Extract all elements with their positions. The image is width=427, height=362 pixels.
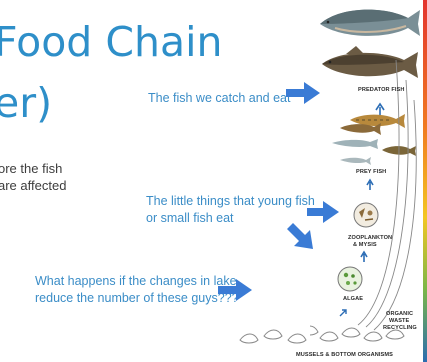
callout-fish-we-eat: The fish we catch and eat [148, 90, 290, 107]
body-text-line2: are affected [0, 177, 66, 194]
organic-waste-label-line2: WASTE [389, 318, 409, 325]
zooplankton-label-line1: ZOOPLANKTON [348, 235, 392, 242]
body-text-line1: ore the fish [0, 160, 62, 177]
predator-fish-label: PREDATOR FISH [358, 87, 404, 94]
slide-title-line2: er) [0, 83, 52, 124]
callout-little-things-line2: or small fish eat [146, 210, 234, 227]
callout-question-line1: What happens if the changes in lake [35, 273, 237, 290]
food-chain-illustration [310, 0, 423, 362]
mussels-icon [236, 322, 316, 346]
organic-waste-label-line1: ORGANIC [386, 311, 413, 318]
color-sidebar-strip [423, 0, 427, 362]
callout-question-line2: reduce the number of these guys??? [35, 290, 239, 307]
zooplankton-label-line2: & MYSIS [353, 242, 377, 249]
callout-arrow-right-icon [216, 277, 254, 303]
predator-fish-icon [322, 46, 418, 78]
organic-waste-label-line3: RECYCLING [383, 325, 417, 332]
algae-label: ALGAE [343, 296, 363, 303]
prey-fish-icon [340, 157, 371, 165]
prey-fish-label: PREY FISH [356, 169, 386, 176]
algae-icon [338, 267, 362, 291]
slide-title-line1: Food Chain [0, 22, 222, 63]
prey-fish-icon [332, 139, 378, 149]
zooplankton-icon [354, 203, 378, 227]
predator-fish-icon [320, 10, 420, 36]
mussels-label: MUSSELS & BOTTOM ORGANISMS [296, 352, 393, 359]
callout-little-things-line1: The little things that young fish [146, 193, 315, 210]
